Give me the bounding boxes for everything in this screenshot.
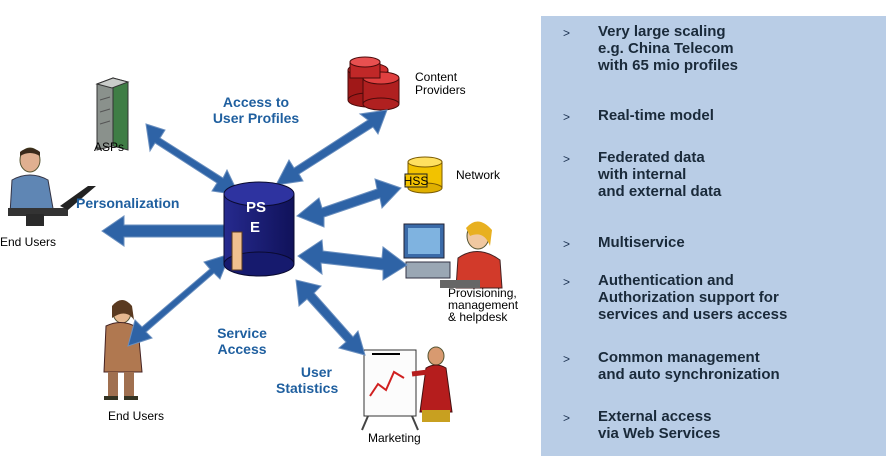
end-users-bottom-label: End Users	[108, 409, 165, 423]
bullet-mark: >	[563, 275, 571, 289]
marketing-label: Marketing	[368, 431, 421, 445]
marketing-presenter-icon	[361, 346, 453, 431]
feature-text: Common management and auto synchronizati…	[598, 349, 780, 383]
pse-label-line2: E	[250, 219, 261, 236]
hss-label: HSS	[404, 174, 429, 188]
arrow-asps	[145, 123, 240, 196]
end-user-laptop-icon	[8, 147, 96, 226]
diagram-canvas: HSS	[8, 56, 503, 431]
server-icon	[95, 77, 130, 151]
bullet-mark: >	[563, 110, 571, 124]
feature-text: Multiservice	[598, 234, 685, 251]
bullet-mark: >	[563, 152, 571, 166]
helpdesk-operator-icon	[403, 221, 503, 289]
pse-database-icon	[223, 181, 295, 277]
feature-text: Real-time model	[598, 107, 714, 124]
features-panel: > Very large scaling e.g. China Telecom …	[541, 16, 886, 456]
pse-label-line1: PS	[246, 199, 267, 216]
content-providers-label: Content Providers	[415, 70, 466, 97]
feature-text: Very large scaling e.g. China Telecom wi…	[598, 23, 739, 74]
access-profiles-label: Access to User Profiles	[212, 94, 300, 126]
database-icon	[347, 56, 400, 111]
user-statistics-label: User Statistics	[276, 364, 339, 396]
bullet-mark: >	[563, 352, 571, 366]
arrow-hss	[296, 178, 402, 228]
end-user-phone-icon	[103, 300, 143, 400]
hss-database-icon	[404, 156, 443, 194]
network-label: Network	[456, 168, 501, 182]
arrow-statistics	[295, 279, 366, 356]
provisioning-label: Provisioning, management & helpdesk	[448, 286, 519, 324]
feature-text: External access via Web Services	[598, 408, 721, 442]
personalization-label: Personalization	[76, 195, 180, 211]
service-access-label: Service Access	[217, 325, 267, 357]
bullet-mark: >	[563, 26, 571, 40]
asps-label: ASPs	[94, 140, 125, 154]
arrow-provisioning	[297, 239, 408, 281]
bullet-mark: >	[563, 411, 571, 425]
feature-text: Federated data with internal and externa…	[598, 149, 722, 200]
bullet-mark: >	[563, 237, 571, 251]
end-users-left-label: End Users	[0, 235, 57, 249]
pse-diagram: HSS	[0, 56, 519, 445]
feature-text: Authentication and Authorization support…	[598, 272, 788, 323]
